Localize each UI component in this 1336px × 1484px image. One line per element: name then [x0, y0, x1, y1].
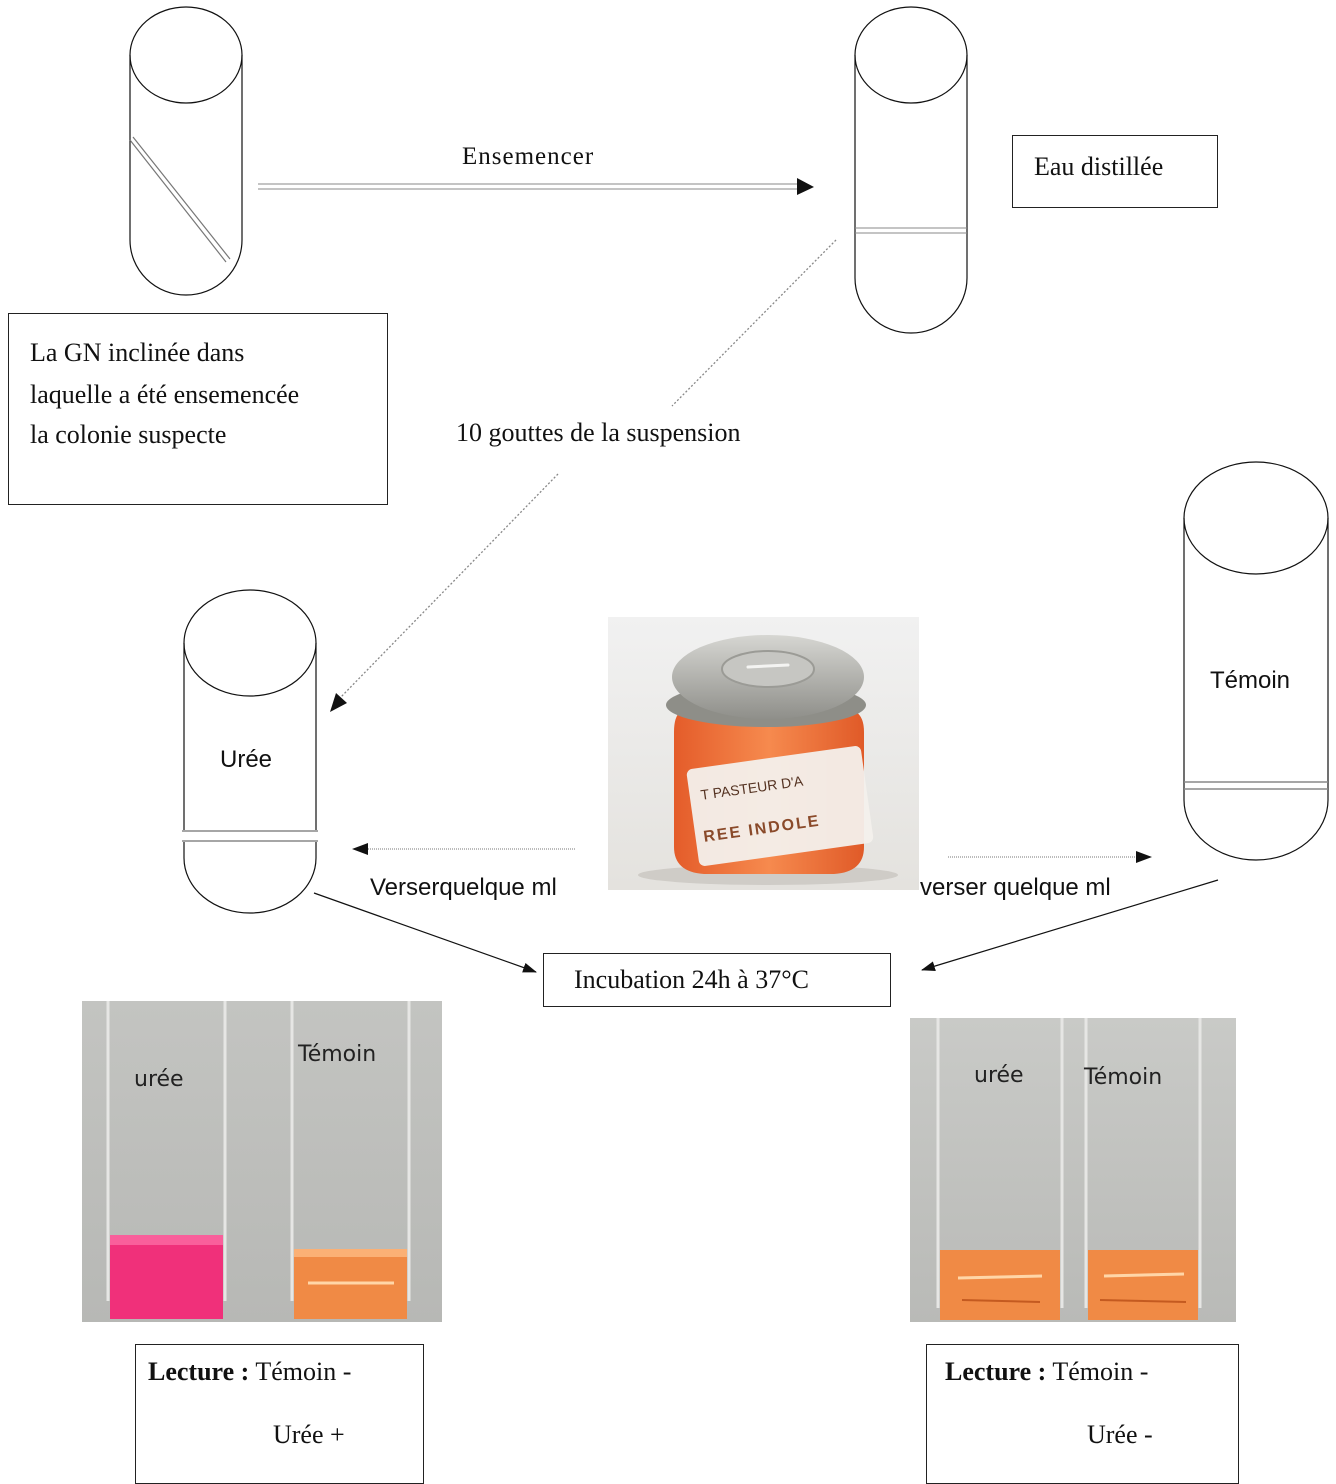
result-left-tube-2 — [290, 1001, 411, 1319]
agar-slant-streak — [129, 136, 231, 263]
gn-description-box: La GN inclinée dans laquelle a été ensem… — [8, 313, 388, 505]
lecture-right-line-2: Urée - — [1087, 1420, 1153, 1449]
verser-right-label: verser quelque ml — [920, 874, 1111, 901]
uree-level — [182, 830, 318, 842]
lecture-right-temoin: Témoin - — [1052, 1357, 1149, 1386]
result-left-uree-label: urée — [134, 1067, 184, 1092]
reagent-bottle-illustration: T PASTEUR D'A REE INDOLE — [638, 635, 898, 885]
incubation-arrow-right — [921, 879, 1219, 972]
uree-tube-label: Urée — [220, 746, 273, 773]
distilled-water-tube — [854, 6, 968, 334]
result-left-temoin-label: Témoin — [297, 1042, 376, 1067]
bottle-cap-center — [721, 650, 815, 688]
incubation-arrow-left — [313, 892, 537, 973]
gouttes-arrowhead — [330, 693, 347, 712]
result-photo-left: urée Témoin — [82, 1001, 442, 1322]
lecture-right-box: Lecture : Témoin - Urée - — [926, 1344, 1239, 1484]
eau-distillee-label: Eau distillée — [1034, 152, 1164, 181]
gouttes-arrow — [339, 239, 837, 699]
uree-tube — [183, 589, 317, 914]
result-left-tube-1 — [106, 1001, 227, 1319]
lecture-left-temoin: Témoin - — [255, 1357, 352, 1386]
temoin-tube — [1183, 461, 1329, 861]
result-right-tube-2 — [1084, 1018, 1202, 1320]
ensemencer-label: Ensemencer — [462, 143, 595, 170]
verser-left-label: Verserquelque ml — [370, 874, 557, 901]
eau-distillee-box: Eau distillée — [1012, 135, 1218, 208]
incubation-label: Incubation 24h à 37°C — [574, 965, 809, 994]
agar-slant-tube — [129, 6, 243, 296]
result-right-temoin-label: Témoin — [1083, 1065, 1162, 1090]
verser-right-arrow — [948, 851, 1152, 863]
result-right-tube-1 — [936, 1018, 1064, 1320]
result-left-illustration: urée Témoin — [106, 1001, 411, 1319]
lecture-left-line-1: Lecture : Témoin - — [148, 1357, 351, 1387]
lecture-left-box: Lecture : Témoin - Urée + — [135, 1344, 424, 1484]
result-photo-right: urée Témoin — [910, 1018, 1236, 1322]
lecture-left-prefix: Lecture : — [148, 1357, 250, 1386]
bottle-label — [686, 746, 874, 866]
temoin-tube-label: Témoin — [1210, 667, 1291, 694]
bottle-cap-highlight — [746, 663, 790, 669]
distilled-water-level — [855, 227, 967, 234]
lecture-left-line-2: Urée + — [273, 1420, 345, 1449]
gouttes-label: 10 gouttes de la suspension — [456, 418, 741, 447]
gn-line-2: laquelle a été ensemencée — [30, 380, 300, 409]
ensemencer-arrow — [258, 178, 814, 195]
gn-line-1: La GN inclinée dans — [30, 338, 245, 367]
lecture-right-line-1: Lecture : Témoin - — [945, 1357, 1148, 1387]
verser-left-arrow — [352, 843, 575, 855]
gn-line-3: la colonie suspecte — [30, 420, 227, 449]
result-right-uree-label: urée — [974, 1063, 1024, 1088]
reagent-bottle-photo: T PASTEUR D'A REE INDOLE — [608, 617, 919, 890]
lecture-right-prefix: Lecture : — [945, 1357, 1047, 1386]
incubation-box: Incubation 24h à 37°C — [543, 953, 891, 1007]
result-right-illustration: urée Témoin — [936, 1018, 1202, 1320]
temoin-level — [1184, 781, 1328, 790]
